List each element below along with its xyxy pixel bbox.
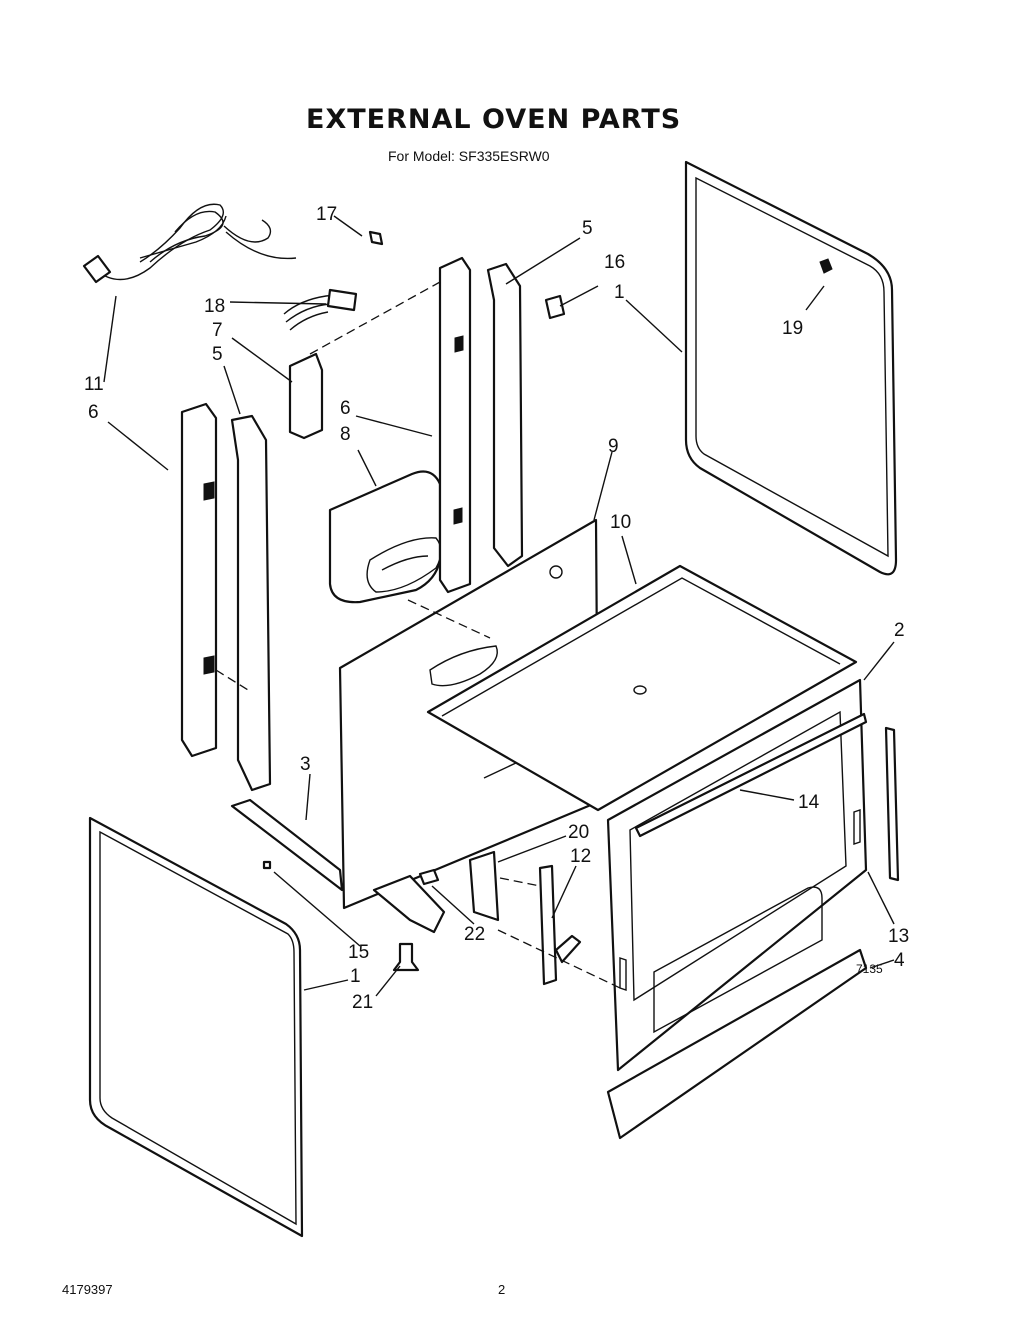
callout-10: 10 xyxy=(610,512,631,533)
leveling-leg xyxy=(392,942,420,972)
assembly-line xyxy=(407,599,491,639)
screw-15 xyxy=(262,860,272,870)
callout-12: 12 xyxy=(570,846,591,867)
page-number: 2 xyxy=(498,1282,506,1297)
clip-16 xyxy=(544,294,566,320)
figure-code: 7135 xyxy=(856,962,883,976)
wire-harness xyxy=(283,288,358,331)
rear-rails xyxy=(438,256,524,594)
callout-11: 11 xyxy=(84,374,104,395)
clip-17 xyxy=(368,230,384,246)
callout-4: 4 xyxy=(894,950,905,971)
vent-duct xyxy=(328,470,442,604)
callout-22: 22 xyxy=(464,924,485,945)
assembly-line xyxy=(499,877,541,887)
clip-22 xyxy=(418,868,440,886)
callout-2: 2 xyxy=(894,620,905,641)
top-panel xyxy=(426,564,858,812)
side-panel-right xyxy=(684,160,898,576)
callout-1: 1 xyxy=(350,966,361,987)
callout-21: 21 xyxy=(352,992,373,1013)
callout-1: 1 xyxy=(614,282,625,303)
trim-strip-14 xyxy=(634,712,868,838)
front-frame xyxy=(606,678,868,1072)
callout-6: 6 xyxy=(88,402,99,423)
callout-7: 7 xyxy=(212,320,223,341)
kick-plate xyxy=(606,948,868,1140)
base-channel xyxy=(372,874,446,934)
callout-18: 18 xyxy=(204,296,225,317)
callout-3: 3 xyxy=(300,754,311,775)
document-number: 4179397 xyxy=(62,1282,113,1297)
front-left-rails xyxy=(180,402,272,792)
bracket-12 xyxy=(538,864,558,986)
assembly-line xyxy=(497,929,621,989)
bracket-7 xyxy=(288,352,324,440)
assembly-line xyxy=(309,281,441,355)
model-subtitle: For Model: SF335ESRW0 xyxy=(388,148,550,164)
callout-19: 19 xyxy=(782,318,803,339)
power-cord xyxy=(82,203,297,284)
callout-13: 13 xyxy=(888,926,909,947)
callout-16: 16 xyxy=(604,252,625,273)
bracket-20 xyxy=(468,850,500,922)
callout-14: 14 xyxy=(798,792,820,813)
callout-6: 6 xyxy=(340,398,351,419)
callout-5: 5 xyxy=(582,218,593,239)
callout-5: 5 xyxy=(212,344,223,365)
side-panel-left xyxy=(88,816,304,1238)
hinge-12 xyxy=(554,934,582,964)
callout-17: 17 xyxy=(316,204,337,225)
bottom-rail-3 xyxy=(230,798,344,892)
callout-20: 20 xyxy=(568,822,589,843)
callout-9: 9 xyxy=(608,436,619,457)
leader-lines xyxy=(103,215,895,997)
side-strip-13 xyxy=(884,726,900,882)
assembly-line xyxy=(215,669,249,691)
page-title: EXTERNAL OVEN PARTS xyxy=(306,104,682,135)
callout-8: 8 xyxy=(340,424,351,445)
callout-labels: 17 5 16 1 19 18 7 5 11 6 6 8 9 10 2 3 14… xyxy=(84,204,909,1013)
callout-15: 15 xyxy=(348,942,369,963)
